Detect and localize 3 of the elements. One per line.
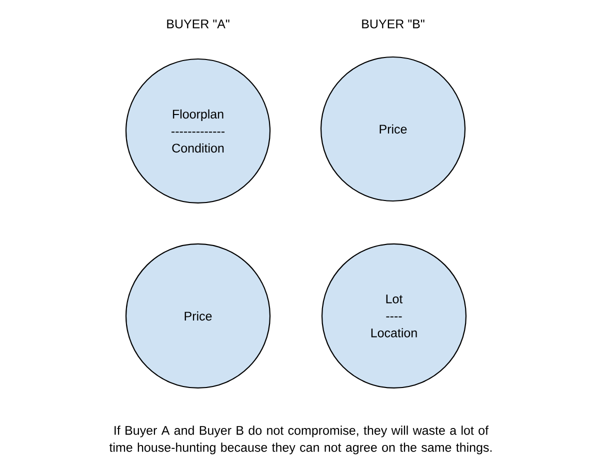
column-heading: BUYER "B" bbox=[362, 20, 424, 28]
column-heading: BUYER "A" bbox=[167, 20, 230, 28]
caption: If Buyer A and Buyer B do not compromise, they will waste a lot of time house-hunting because they can not agree on the same things. bbox=[109, 426, 492, 454]
